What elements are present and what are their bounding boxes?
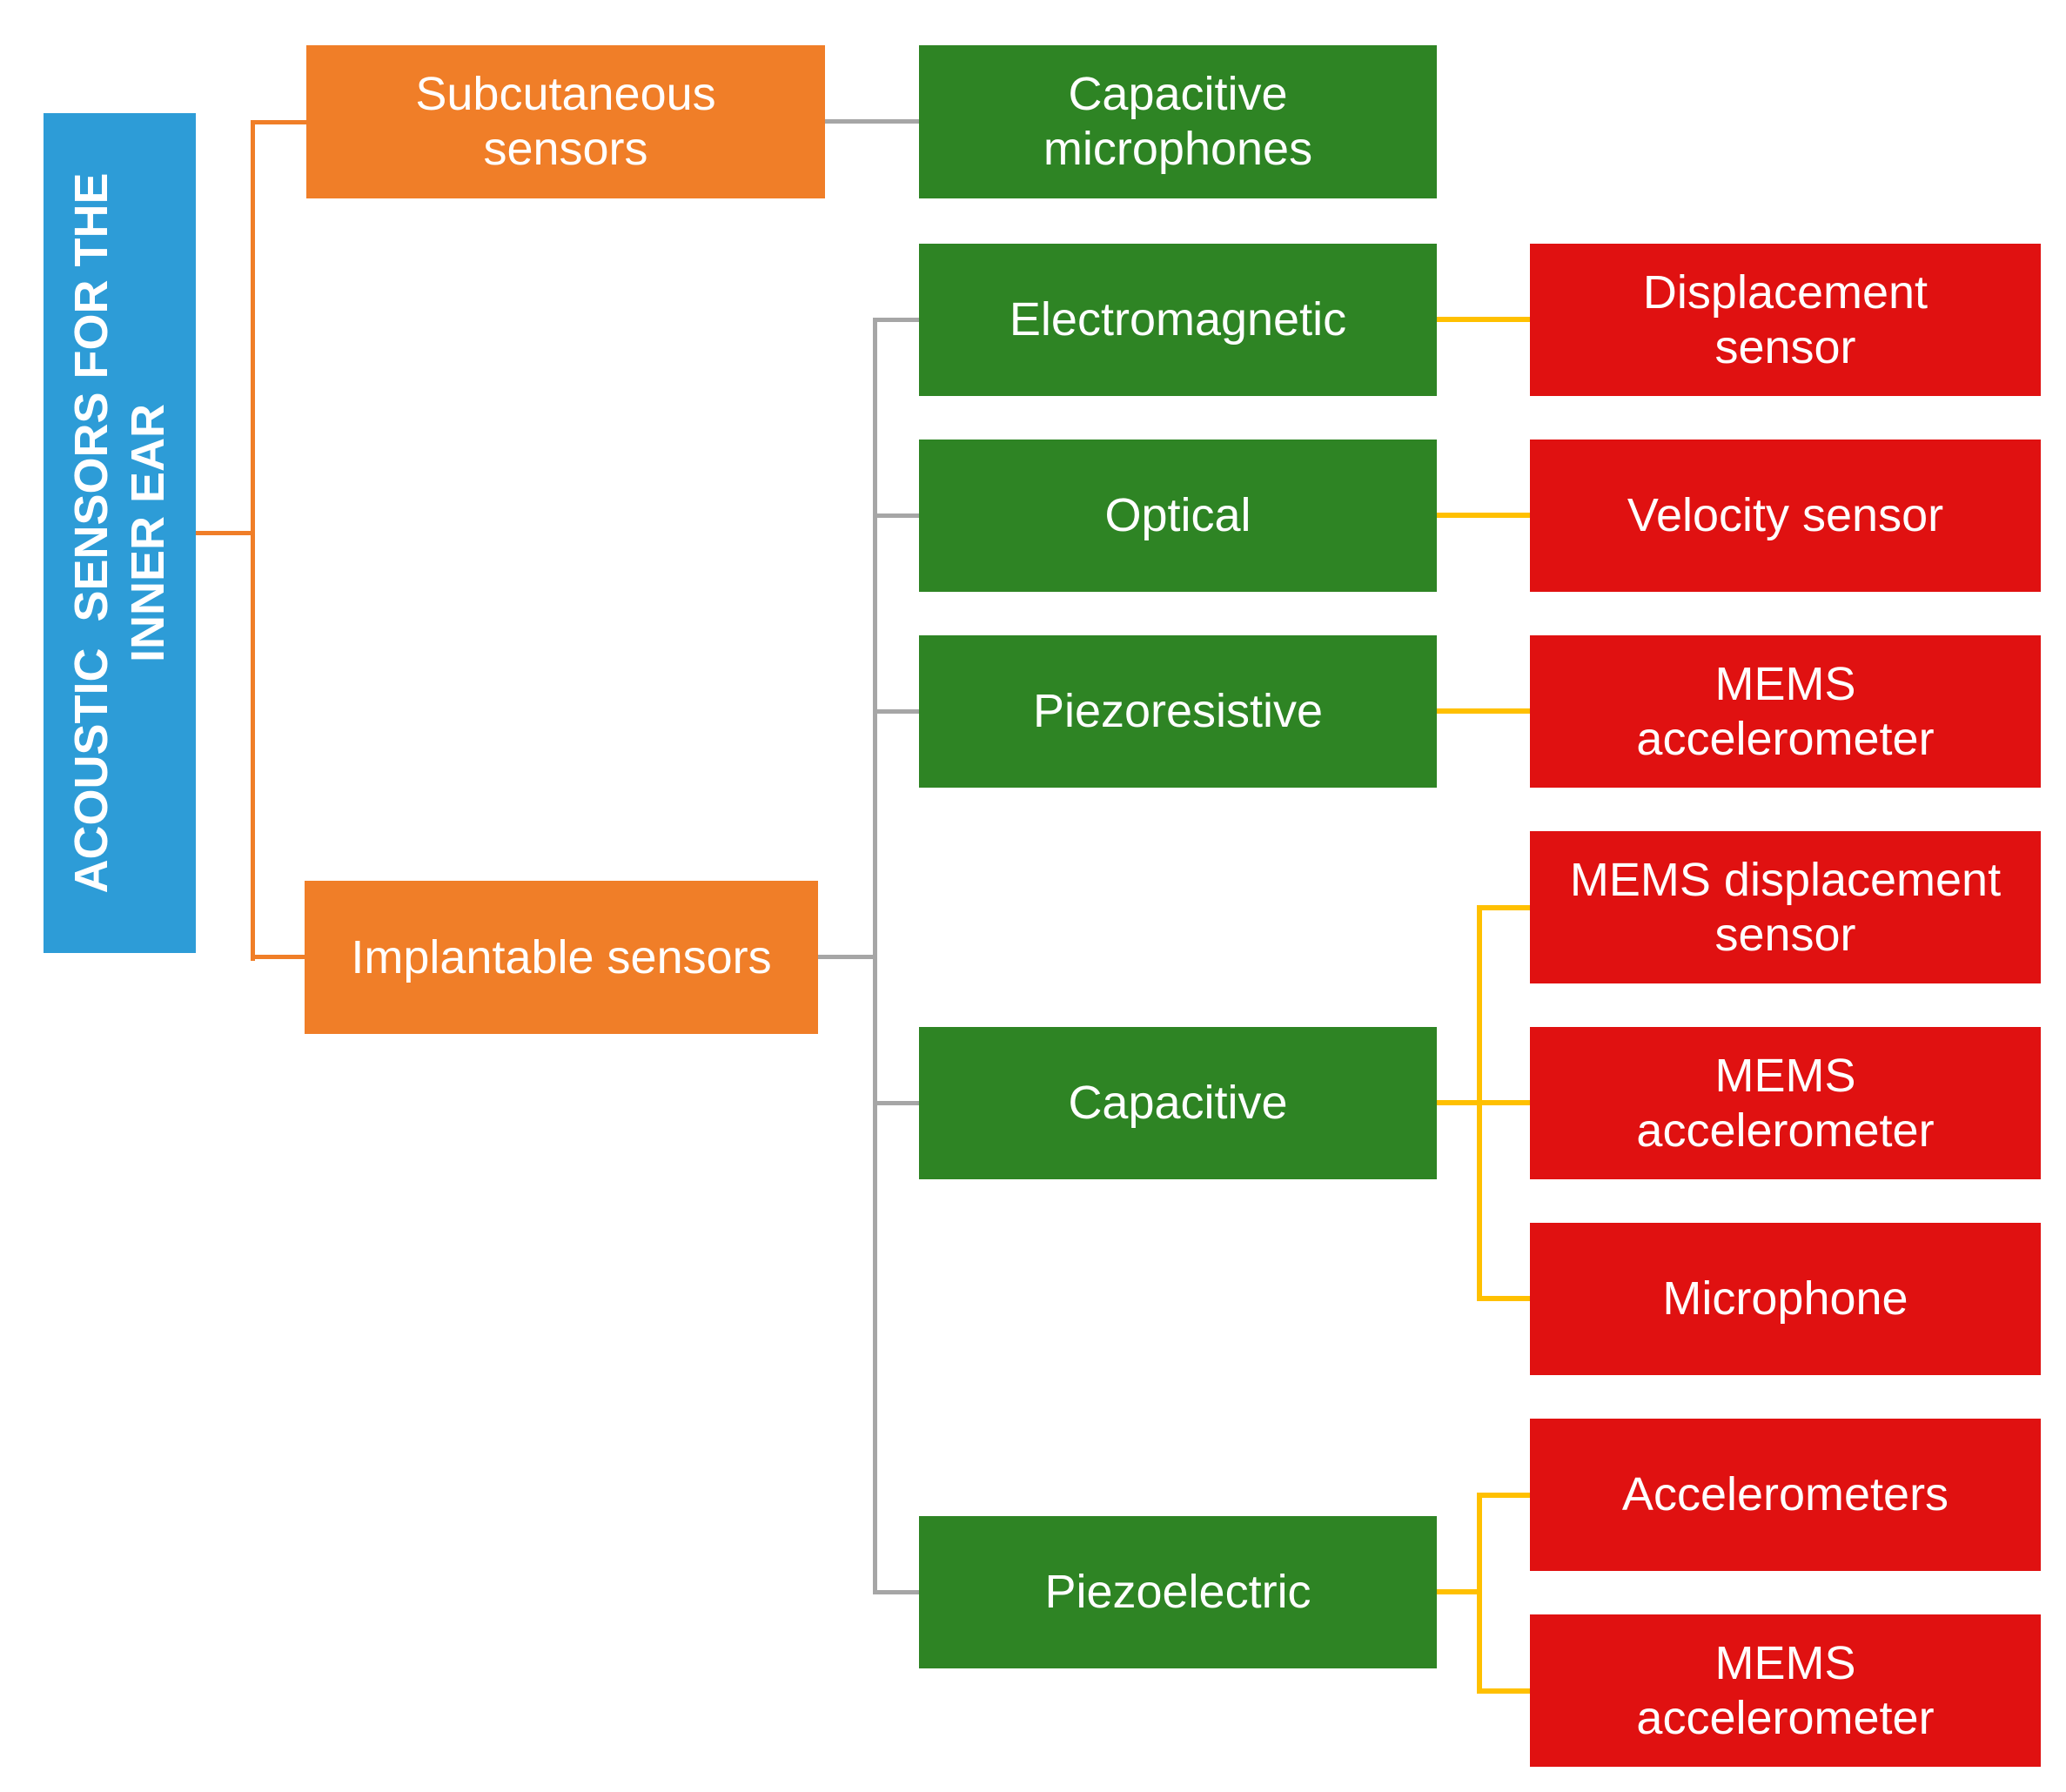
- connector-optical-to-velocity-sensor: [1437, 513, 1530, 518]
- node-implantable-sensors: Implantable sensors: [305, 881, 818, 1034]
- node-label: Electromagnetic: [1009, 293, 1347, 346]
- node-mems-accelerometer-piezoresistive: MEMS accelerometer: [1530, 635, 2041, 788]
- node-label: MEMS accelerometer: [1636, 657, 1935, 765]
- connector-implantable-to-gray-trunk: [818, 955, 877, 959]
- connector-trunk-to-implantable: [251, 955, 305, 959]
- connector-root-to-trunk: [196, 531, 252, 535]
- node-velocity-sensor: Velocity sensor: [1530, 440, 2041, 592]
- node-electromagnetic: Electromagnetic: [919, 244, 1437, 396]
- node-label: Piezoresistive: [1032, 685, 1324, 738]
- connector-trunk-to-subcutaneous: [251, 120, 306, 124]
- node-microphone: Microphone: [1530, 1223, 2041, 1375]
- connector-piezoelectric-input: [1437, 1589, 1482, 1594]
- node-label: Capacitive: [1068, 1077, 1288, 1130]
- node-optical: Optical: [919, 440, 1437, 592]
- node-label: Subcutaneous sensors: [415, 68, 716, 175]
- connector-capacitive-input: [1437, 1100, 1530, 1105]
- node-label: Microphone: [1662, 1272, 1908, 1326]
- connector-piezoelectric-to-accelerometers: [1477, 1493, 1530, 1498]
- node-displacement-sensor: Displacement sensor: [1530, 244, 2041, 396]
- node-label: MEMS accelerometer: [1636, 1049, 1935, 1157]
- node-mems-accelerometer-piezoelectric: MEMS accelerometer: [1530, 1614, 2041, 1767]
- node-label: MEMS accelerometer: [1636, 1636, 1935, 1744]
- node-label: Accelerometers: [1621, 1468, 1949, 1521]
- node-piezoelectric: Piezoelectric: [919, 1516, 1437, 1668]
- connector-gray-trunk: [873, 318, 877, 1594]
- connector-piezoresistive-to-mems-accelerometer: [1437, 708, 1530, 714]
- connector-capacitive-gold-trunk: [1477, 905, 1482, 1301]
- node-accelerometers: Accelerometers: [1530, 1419, 2041, 1571]
- connector-orange-trunk: [251, 120, 255, 961]
- node-subcutaneous-sensors: Subcutaneous sensors: [306, 45, 825, 198]
- connector-capacitive-to-mems-displacement-sensor: [1477, 905, 1530, 910]
- connector-trunk-to-optical: [873, 513, 919, 518]
- node-capacitive-microphones: Capacitive microphones: [919, 45, 1437, 198]
- connector-trunk-to-capacitive: [873, 1101, 919, 1105]
- node-label: MEMS displacement sensor: [1569, 853, 2002, 961]
- connector-trunk-to-piezoresistive: [873, 709, 919, 714]
- connector-subcutaneous-to-capacitive-microphones: [825, 119, 919, 124]
- node-label: Implantable sensors: [351, 930, 772, 983]
- node-capacitive: Capacitive: [919, 1027, 1437, 1179]
- connector-capacitive-to-microphone: [1477, 1296, 1530, 1301]
- node-label: Piezoelectric: [1044, 1566, 1311, 1619]
- root-title: ACOUSTIC SENSORS FOR THE INNER EAR: [64, 172, 174, 894]
- connector-trunk-to-piezoelectric: [873, 1590, 919, 1594]
- connector-piezoelectric-gold-trunk: [1477, 1493, 1482, 1694]
- node-label: Velocity sensor: [1627, 489, 1944, 542]
- node-mems-displacement-sensor: MEMS displacement sensor: [1530, 831, 2041, 983]
- node-label: Capacitive microphones: [1043, 68, 1313, 175]
- connector-electromagnetic-to-displacement-sensor: [1437, 317, 1530, 322]
- node-mems-accelerometer-capacitive: MEMS accelerometer: [1530, 1027, 2041, 1179]
- node-piezoresistive: Piezoresistive: [919, 635, 1437, 788]
- connector-trunk-to-electromagnetic: [873, 318, 919, 322]
- node-label: Optical: [1104, 489, 1251, 542]
- node-root-acoustic-sensors: ACOUSTIC SENSORS FOR THE INNER EAR: [44, 113, 196, 953]
- node-label: Displacement sensor: [1642, 265, 1928, 373]
- connector-piezoelectric-to-mems-accelerometer: [1477, 1688, 1530, 1694]
